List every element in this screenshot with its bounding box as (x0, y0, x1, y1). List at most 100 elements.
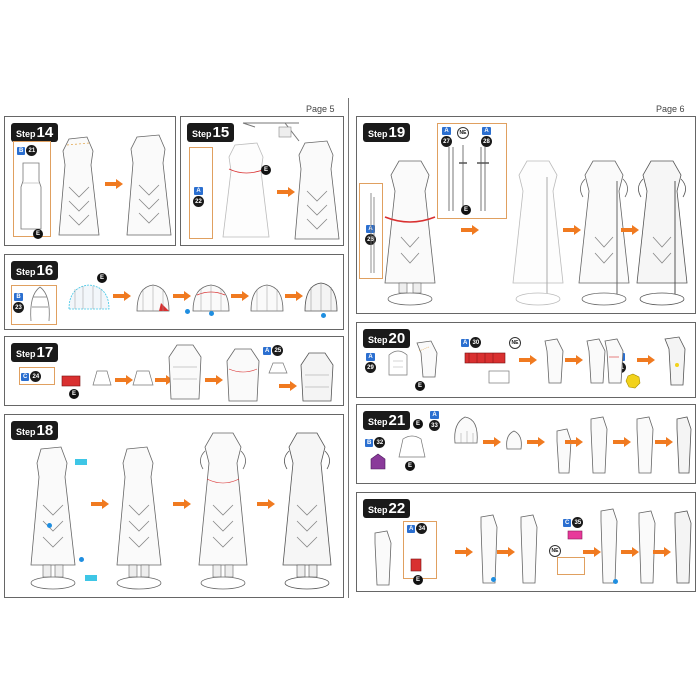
no-edge-marker: NE (457, 127, 469, 139)
part-tag: A 30 (461, 337, 482, 348)
armor-body-model (221, 141, 271, 241)
part-sheet-box (11, 285, 57, 325)
forearm-model (673, 415, 693, 475)
part-tag: A 33 (429, 411, 440, 431)
glue-point-marker (321, 313, 326, 318)
step-arrow (279, 381, 297, 391)
warrior-figure-model (379, 157, 441, 309)
glue-point-marker (613, 579, 618, 584)
arm-model (413, 339, 441, 379)
edge-marker-e: E (405, 461, 415, 471)
glue-point-marker (185, 309, 190, 314)
part-sheet-box (557, 557, 585, 575)
pauldron-model (247, 281, 287, 315)
step-arrow (91, 499, 109, 509)
step-arrow (113, 291, 131, 301)
forearm-model (597, 507, 619, 585)
part-tag: B 23 (13, 293, 24, 313)
step-arrow (637, 355, 655, 365)
forearm-model (587, 415, 609, 475)
part-sheet-box (189, 147, 213, 239)
arm-model (583, 337, 607, 385)
warrior-figure-model (193, 429, 253, 593)
edge-marker-e: E (33, 229, 43, 239)
forearm-model (671, 509, 693, 585)
step-arrow (565, 437, 583, 447)
part-tag: B 32 (365, 437, 386, 448)
warrior-figure-model (277, 429, 337, 593)
sword-parts (441, 143, 505, 215)
step-arrow (655, 437, 673, 447)
no-edge-marker: NE (509, 337, 521, 349)
part-tag: A 26 (365, 225, 376, 245)
step-arrow (621, 225, 639, 235)
warrior-figure-model (507, 157, 569, 309)
part-tag: B 21 (17, 145, 38, 156)
page-number-right: Page 6 (656, 104, 685, 114)
pauldron-flat-part (27, 285, 53, 323)
step-arrow (173, 291, 191, 301)
step-arrow (277, 187, 295, 197)
part-sheet-box (359, 183, 383, 279)
hand-model (503, 429, 525, 453)
collar-part (267, 361, 289, 375)
glue-point-marker (209, 311, 214, 316)
red-belt-part (61, 375, 81, 387)
step-arrow (455, 547, 473, 557)
torso-model (297, 351, 337, 403)
glue-point-marker (47, 523, 52, 528)
armor-body-model (55, 135, 101, 239)
step-arrow (205, 375, 223, 385)
edge-marker-e: E (261, 165, 271, 175)
hand-model (449, 413, 483, 449)
edge-marker-e: E (413, 575, 423, 585)
step-arrow (621, 547, 639, 557)
chest-piece-model (131, 369, 155, 387)
forearm-model (635, 509, 657, 585)
step-arrow (231, 291, 249, 301)
step-arrow (653, 547, 671, 557)
edge-marker-e: E (415, 381, 425, 391)
chest-piece-model (91, 369, 113, 387)
pauldron-model (301, 279, 341, 315)
warrior-figure-model (111, 445, 167, 593)
paper-strip-part (241, 121, 301, 143)
page-number-left: Page 5 (306, 104, 335, 114)
step-arrow (563, 225, 581, 235)
no-edge-marker: NE (549, 545, 561, 557)
part-tag: A 27 (441, 127, 452, 147)
yellow-gem-part (625, 373, 641, 389)
arm-part-flat (387, 347, 409, 377)
step-arrow (527, 437, 545, 447)
part-sheet-box (13, 141, 51, 237)
pauldron-model (133, 281, 173, 315)
red-hilt-part (409, 557, 423, 573)
step-arrow (115, 375, 133, 385)
part-label-tag (85, 575, 97, 581)
warrior-figure-model (573, 157, 635, 309)
part-sheet-box (437, 123, 507, 219)
forearm-model (517, 513, 539, 585)
edge-marker-e: E (97, 273, 107, 283)
purple-gem-part (369, 453, 387, 471)
glue-point-marker (491, 577, 496, 582)
step-arrow (613, 437, 631, 447)
step-arrow (285, 291, 303, 301)
page-divider (348, 98, 349, 598)
edge-marker-e: E (69, 389, 79, 399)
gauntlet-part (395, 433, 429, 461)
forearm-model (633, 415, 655, 475)
part-tag: A 22 (193, 187, 204, 207)
step-arrow (497, 547, 515, 557)
